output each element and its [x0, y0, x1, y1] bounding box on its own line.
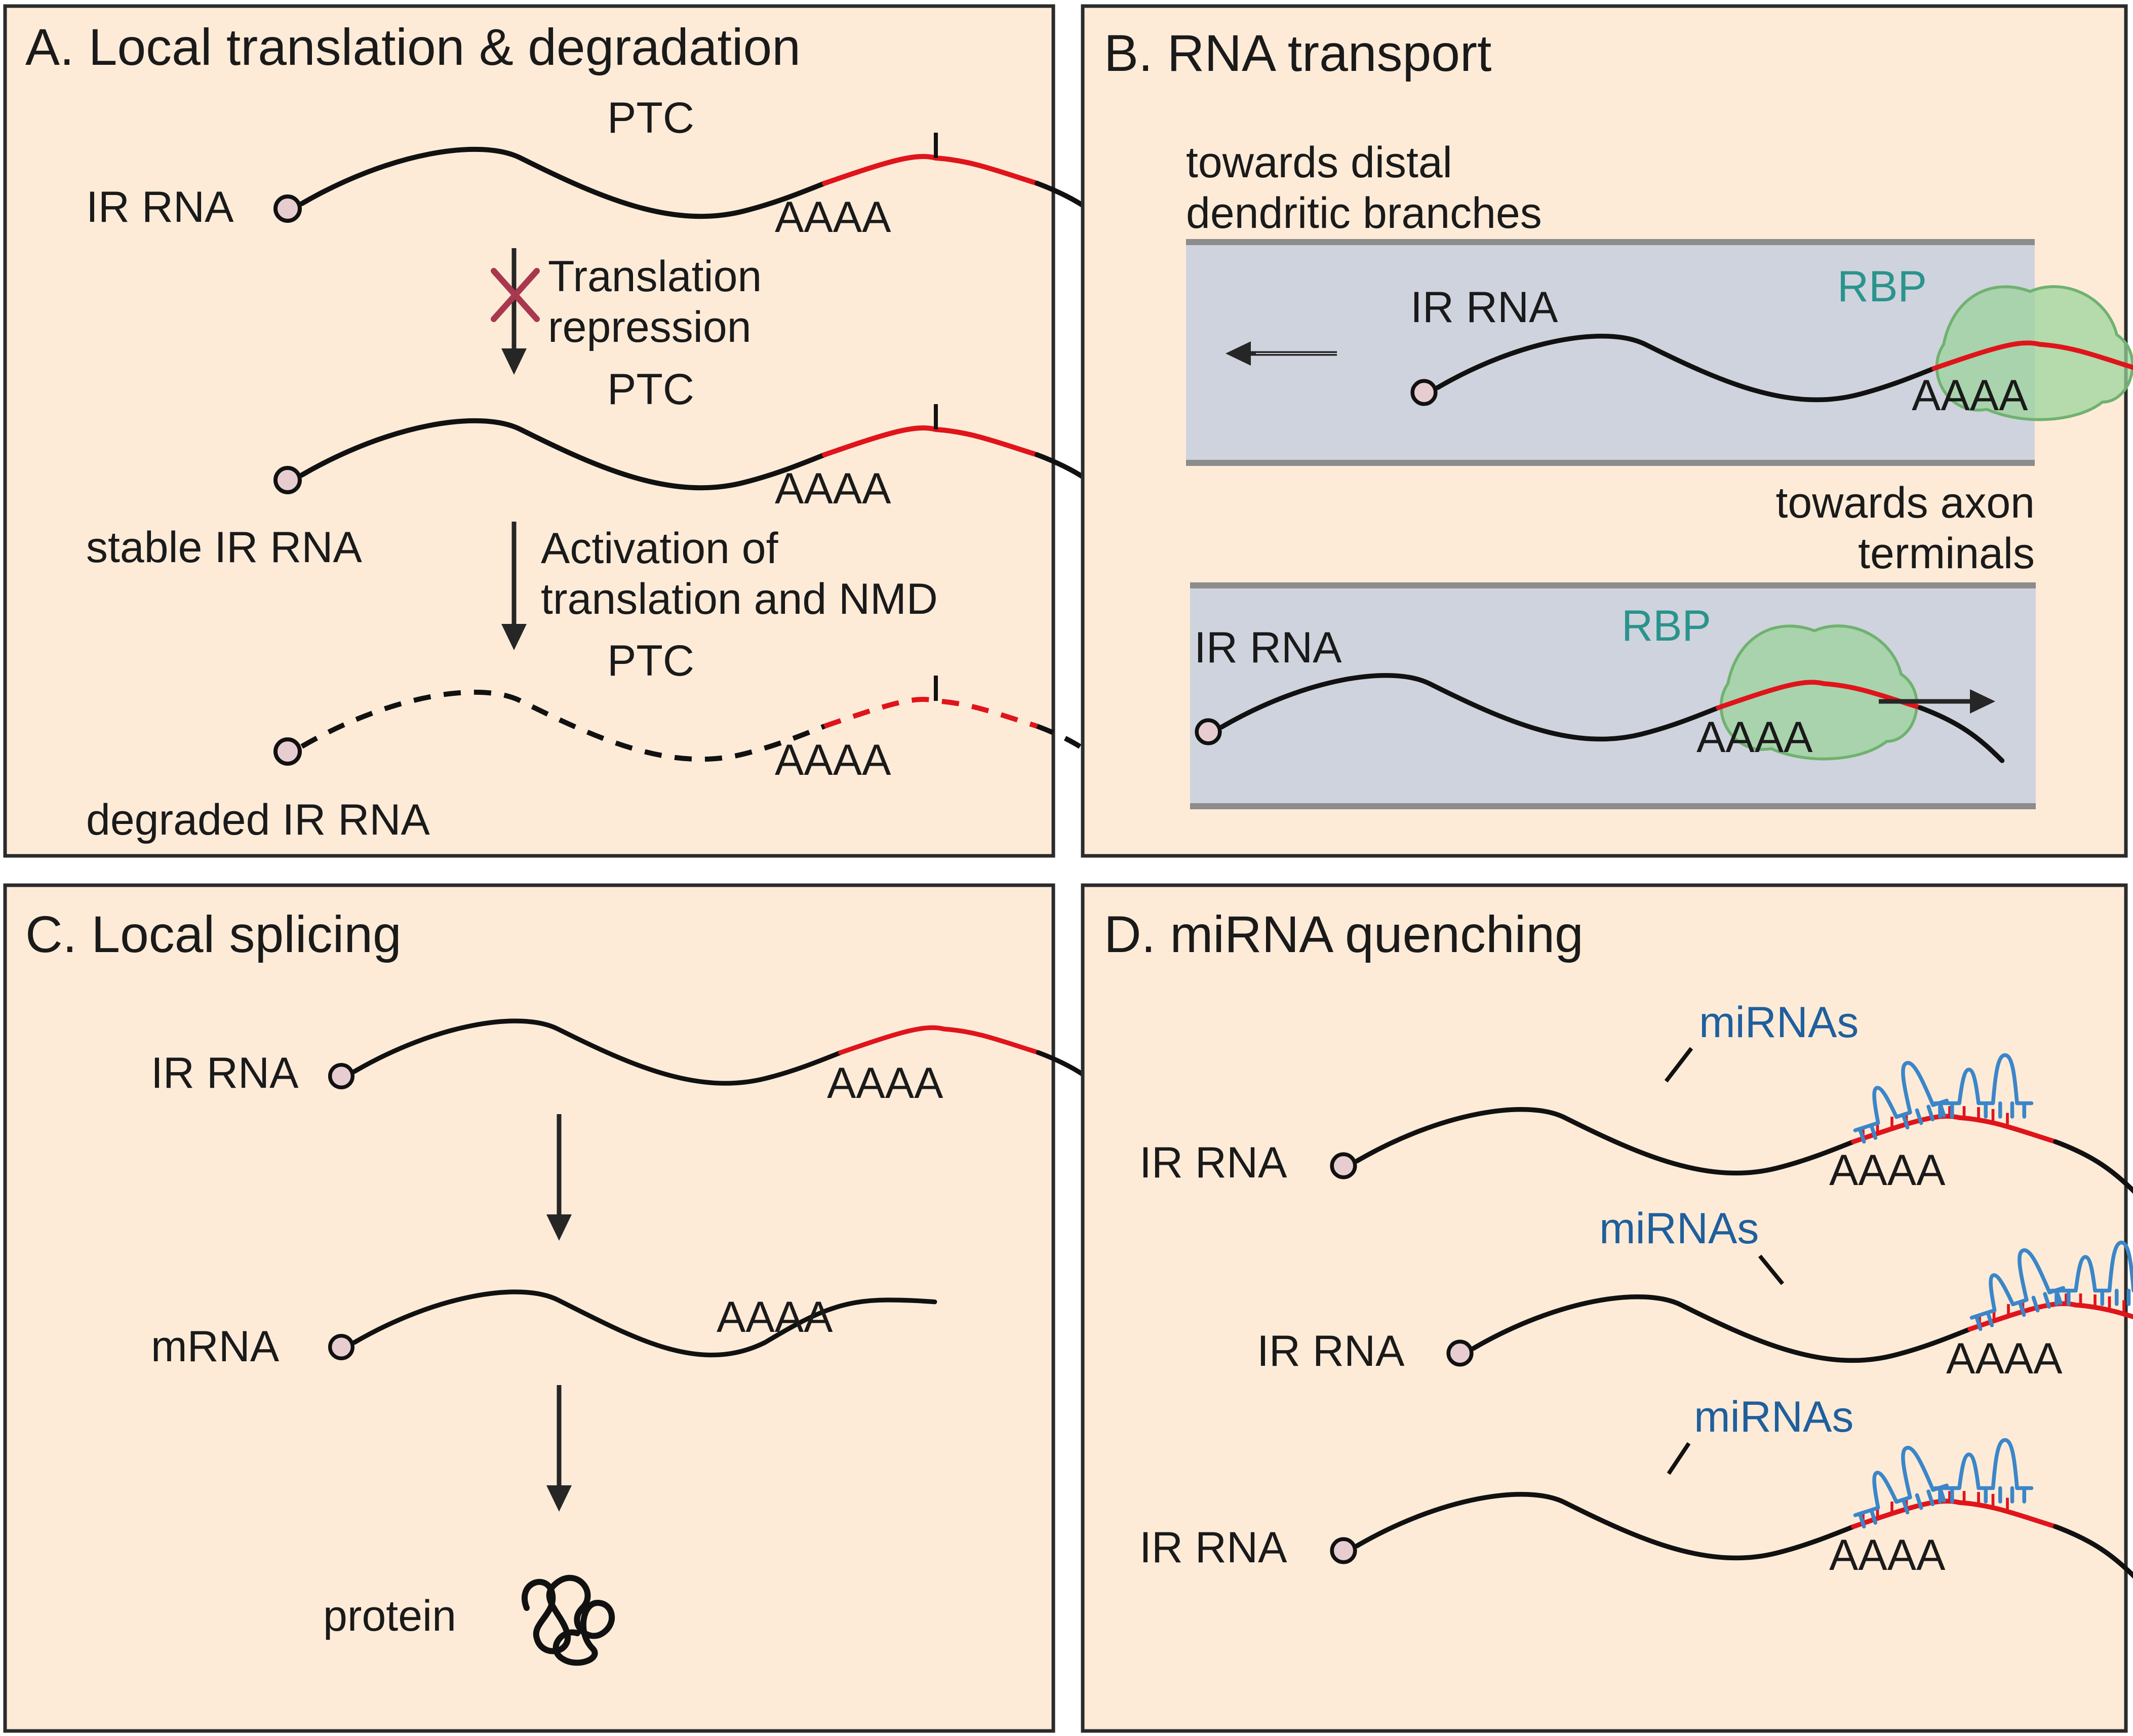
stable-ir-rna-label: stable IR RNA	[86, 523, 362, 572]
panel-c-frame	[3, 883, 1055, 1733]
mirnas-label-2: miRNAs	[1599, 1204, 1759, 1253]
down-arrow-icon	[501, 522, 527, 650]
ptc-label-1: PTC	[607, 94, 694, 142]
panel-d-title: D. miRNA quenching	[1104, 905, 1584, 963]
rbp-label-1: RBP	[1837, 262, 1927, 311]
ptc-label-2: PTC	[607, 365, 694, 414]
mirnas-pointer-3	[1667, 1442, 1691, 1475]
ir-rna-strand-b1	[1412, 285, 2133, 421]
mrna-label: mRNA	[151, 1322, 280, 1371]
polya-label-a2: AAAA	[775, 464, 891, 513]
degraded-ir-rna-label: degraded IR RNA	[86, 796, 430, 844]
mirnas-label-1: miRNAs	[1699, 998, 1859, 1047]
panel-d: D. miRNA quenching miRNAs IR RNA AAAA mi…	[1081, 883, 2133, 1733]
polya-label-d1: AAAA	[1829, 1146, 1946, 1195]
ir-rna-label-d3: IR RNA	[1139, 1523, 1287, 1572]
polya-label-b2: AAAA	[1696, 713, 1813, 762]
ir-rna-strand-b2	[1197, 624, 2002, 761]
degraded-ir-rna-strand	[275, 676, 1123, 782]
dendrite-direction-line2: dendritic branches	[1186, 189, 1542, 238]
panel-b-title: B. RNA transport	[1104, 24, 1491, 82]
ptc-label-3: PTC	[607, 637, 694, 685]
protein-label: protein	[323, 1592, 456, 1640]
ir-rna-label-a1: IR RNA	[86, 183, 234, 231]
panel-b: B. RNA transport towards distal dendriti…	[1081, 4, 2133, 858]
mirnas-pointer-1	[1664, 1047, 1693, 1083]
panel-c: C. Local splicing IR RNA AAAA mRNA AAAA …	[3, 883, 1119, 1733]
cross-mark-icon	[491, 268, 540, 322]
activation-line1: Activation of	[541, 524, 779, 573]
polya-label-b1: AAAA	[1912, 371, 2028, 420]
ir-rna-label-b1: IR RNA	[1410, 283, 1558, 332]
mirnas-label-3: miRNAs	[1694, 1393, 1853, 1441]
activation-line2: translation and NMD	[541, 575, 938, 623]
ir-rna-label-d1: IR RNA	[1139, 1138, 1287, 1187]
polya-label-c: AAAA	[827, 1059, 943, 1108]
panel-a-title: A. Local translation & degradation	[25, 18, 801, 76]
mirnas-pointer-2	[1758, 1254, 1785, 1285]
ir-rna-label-d2: IR RNA	[1257, 1327, 1405, 1375]
translation-repression-line2: repression	[548, 303, 752, 351]
panel-a: A. Local translation & degradation PTC I…	[3, 4, 1123, 858]
rbp-label-2: RBP	[1622, 602, 1711, 650]
ir-rna-strand-1	[275, 133, 1123, 239]
panel-d-frame	[1081, 883, 2128, 1733]
axon-direction-line2: terminals	[1858, 529, 2035, 578]
polya-label-c2: AAAA	[717, 1293, 833, 1342]
left-arrow-icon	[1226, 341, 1337, 366]
translation-repression-line1: Translation	[548, 252, 762, 301]
right-arrow-icon	[1879, 689, 1995, 714]
polya-label-d2: AAAA	[1946, 1334, 2063, 1383]
ir-rna-label-c: IR RNA	[151, 1049, 299, 1097]
protein-squiggle-icon	[521, 1574, 615, 1666]
ir-rna-strand-2	[275, 404, 1123, 510]
polya-label-a3: AAAA	[775, 736, 891, 784]
panel-c-title: C. Local splicing	[25, 905, 402, 963]
down-arrow-icon	[546, 1114, 572, 1241]
polya-label-a1: AAAA	[775, 193, 891, 242]
polya-label-d3: AAAA	[1829, 1531, 1946, 1580]
down-arrow-icon	[546, 1385, 572, 1512]
dendrite-direction-line1: towards distal	[1186, 138, 1452, 187]
ir-rna-label-b2: IR RNA	[1194, 623, 1342, 672]
axon-direction-line1: towards axon	[1775, 479, 2035, 527]
